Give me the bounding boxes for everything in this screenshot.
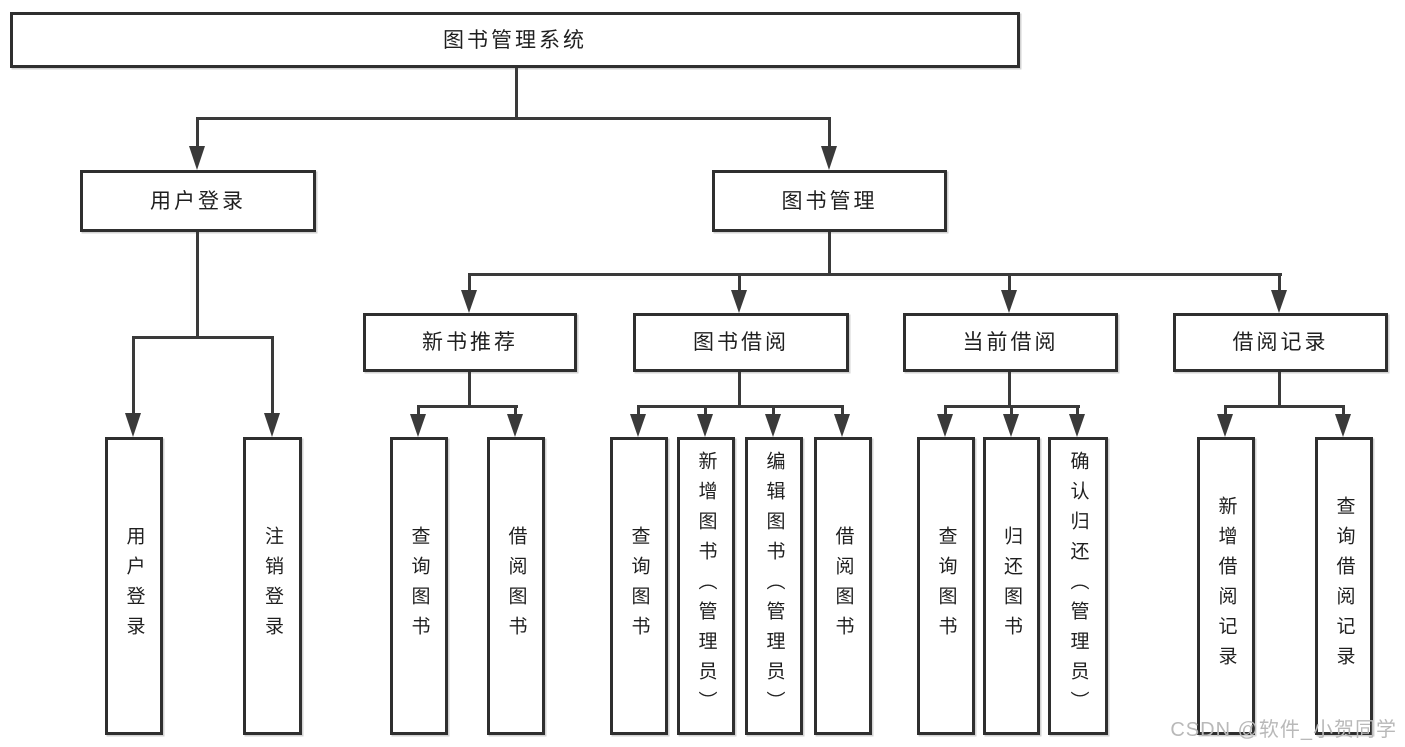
arrowhead-down (410, 414, 426, 437)
connector-line (828, 117, 831, 148)
connector-line (468, 273, 471, 290)
connector-line (1008, 273, 1011, 290)
leaf-edit-books-admin: 编辑图书（管理员） (745, 437, 803, 735)
node-library-management-system: 图书管理系统 (10, 12, 1020, 68)
arrowhead-down (1271, 290, 1287, 313)
leaf-confirm-return-admin: 确认归还（管理员） (1048, 437, 1108, 735)
arrowhead-down (1217, 414, 1233, 437)
arrowhead-down (507, 414, 523, 437)
arrowhead-down (630, 414, 646, 437)
connector-line (1010, 405, 1013, 416)
arrowhead-down (125, 413, 141, 437)
arrowhead-down (937, 414, 953, 437)
leaf-user-login: 用户登录 (105, 437, 163, 735)
node-current-borrowing: 当前借阅 (903, 313, 1118, 372)
connector-line (515, 68, 518, 118)
connector-line (828, 232, 831, 275)
connector-line (1224, 405, 1345, 408)
connector-line (637, 405, 640, 416)
arrowhead-down (1069, 414, 1085, 437)
connector-line (704, 405, 707, 416)
leaf-query-books-borrow: 查询图书 (610, 437, 668, 735)
arrowhead-down (461, 290, 477, 313)
arrowhead-down (189, 146, 205, 170)
leaf-query-books-current: 查询图书 (917, 437, 975, 735)
arrowhead-down (821, 146, 837, 170)
connector-line (738, 372, 741, 408)
arrowhead-down (264, 413, 280, 437)
connector-line (196, 117, 199, 148)
connector-line (417, 405, 518, 408)
leaf-borrow-books: 借阅图书 (814, 437, 872, 735)
connector-line (196, 232, 199, 339)
node-borrowing-records: 借阅记录 (1173, 313, 1388, 372)
leaf-return-books: 归还图书 (983, 437, 1040, 735)
connector-line (637, 405, 844, 408)
leaf-add-borrow-record: 新增借阅记录 (1197, 437, 1255, 735)
arrowhead-down (1001, 290, 1017, 313)
connector-line (1224, 405, 1227, 416)
leaf-add-books-admin: 新增图书（管理员） (677, 437, 735, 735)
arrowhead-down (731, 290, 747, 313)
connector-line (772, 405, 775, 416)
connector-line (1278, 372, 1281, 408)
leaf-logout: 注销登录 (243, 437, 302, 735)
node-book-management: 图书管理 (712, 170, 947, 232)
connector-line (132, 336, 135, 413)
connector-line (514, 405, 517, 416)
connector-line (417, 405, 420, 416)
node-book-borrowing: 图书借阅 (633, 313, 849, 372)
connector-line (1076, 405, 1079, 416)
arrowhead-down (765, 414, 781, 437)
connector-line (468, 273, 1282, 276)
connector-line (132, 336, 274, 339)
node-new-book-recommendation: 新书推荐 (363, 313, 577, 372)
connector-line (1342, 405, 1345, 416)
connector-line (196, 117, 831, 120)
connector-line (1278, 273, 1281, 290)
leaf-borrow-books-recommend: 借阅图书 (487, 437, 545, 735)
connector-line (738, 273, 741, 290)
leaf-query-borrow-record: 查询借阅记录 (1315, 437, 1373, 735)
arrowhead-down (834, 414, 850, 437)
arrowhead-down (1003, 414, 1019, 437)
connector-line (1008, 372, 1011, 408)
connector-line (271, 336, 274, 413)
connector-line (468, 372, 471, 408)
connector-line (841, 405, 844, 416)
node-user-login: 用户登录 (80, 170, 316, 232)
connector-line (944, 405, 947, 416)
arrowhead-down (697, 414, 713, 437)
arrowhead-down (1335, 414, 1351, 437)
leaf-query-books-recommend: 查询图书 (390, 437, 448, 735)
